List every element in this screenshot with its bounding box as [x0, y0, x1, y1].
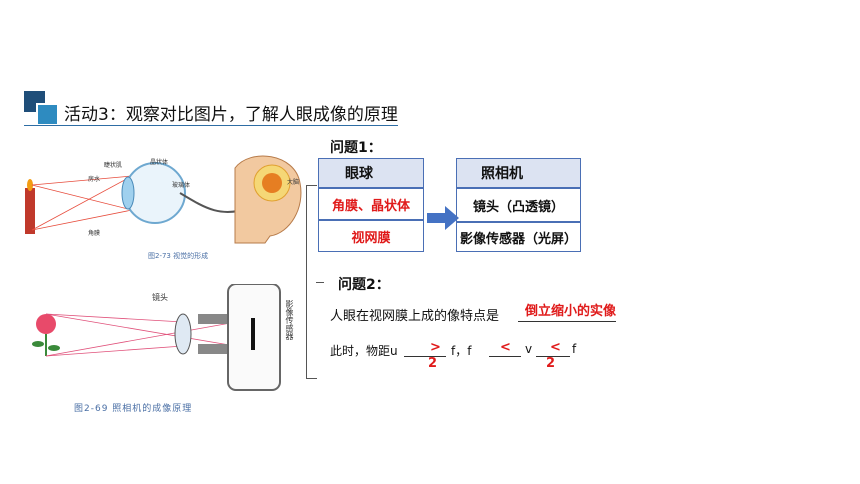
blank-u [404, 356, 446, 357]
answer-two-2: 2 [546, 356, 556, 371]
line2-f: f [572, 342, 577, 356]
answer-gt: > [430, 340, 441, 355]
answer1-blank [518, 321, 616, 322]
camera-diagram-figure [32, 284, 281, 391]
rose-icon [36, 314, 56, 334]
question-bracket-tick [316, 282, 324, 283]
eye-figure-caption: 图2-73 视觉的形成 [148, 252, 209, 260]
answer1-text: 倒立缩小的实像 [525, 304, 617, 319]
label-lens: 晶状体 [150, 159, 169, 166]
blank-v-f [536, 356, 570, 357]
line2-prefix: 此时，物距u [330, 344, 398, 358]
answer-two-1: 2 [428, 356, 438, 371]
question1-label: 问题1： [330, 140, 382, 156]
label-brain: 大脑 [287, 179, 300, 186]
eye-table-header: 眼球 [318, 158, 424, 188]
question2-line1-text: 人眼在视网膜上成的像特点是 [330, 309, 500, 324]
label-lens-head: 镜头 [152, 293, 168, 302]
label-ciliary: 睫状肌 [104, 162, 123, 169]
question2-label: 问题2： [338, 277, 390, 293]
answer-lt-1: < [500, 340, 511, 355]
eye-table-row-1: 角膜、晶状体 [318, 188, 424, 220]
eye-diagram-figure [25, 155, 302, 244]
camera-table-row-1: 镜头（凸透镜） [456, 188, 581, 222]
arrow-right-icon [427, 206, 459, 230]
title-divider [24, 125, 398, 126]
page-title: 活动3：观察对比图片，了解人眼成像的原理 [64, 105, 398, 125]
candle-icon [25, 188, 35, 234]
eye-table-row-2: 视网膜 [318, 220, 424, 252]
camera-table-row-2: 影像传感器（光屏） [456, 222, 581, 252]
camera-table-header: 照相机 [456, 158, 581, 188]
camera-figure-caption: 图2-69 照相机的成像原理 [74, 404, 193, 414]
question-bracket [306, 185, 317, 379]
line2-sep1: f，f [451, 344, 472, 358]
label-vitreous: 玻璃体 [172, 182, 191, 189]
blank-f-v [489, 356, 521, 357]
header-logo-square-light [36, 103, 59, 126]
label-cornea: 角膜 [88, 230, 101, 237]
lens-icon [174, 313, 192, 355]
label-aqueous: 房水 [88, 176, 101, 183]
label-sensor: 影像传感器 [285, 300, 294, 340]
answer-lt-2: < [550, 340, 561, 355]
line2-v: v [525, 342, 533, 356]
